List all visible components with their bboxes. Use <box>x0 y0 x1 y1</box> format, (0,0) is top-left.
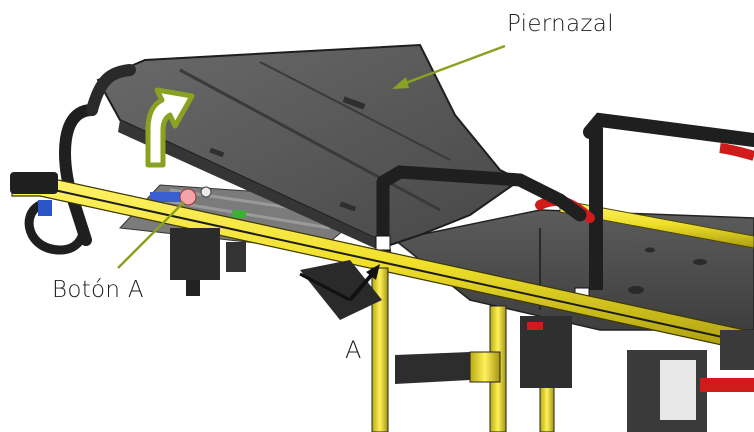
front-end-hook <box>24 200 88 255</box>
front-side-rail <box>10 172 754 353</box>
button-a-leader-line <box>117 201 185 269</box>
leader-line-arrow-icon <box>392 44 506 89</box>
release-mechanism-block <box>170 228 246 296</box>
button-a-label: Botón A <box>52 277 144 303</box>
curved-up-arrow-icon <box>145 87 195 168</box>
point-a-label: A <box>345 336 362 364</box>
base-legs <box>300 260 754 432</box>
leg-rest-label: Piernazal <box>507 11 614 37</box>
point-a-arrow-icon <box>299 264 380 302</box>
button-a-marker <box>179 186 212 206</box>
